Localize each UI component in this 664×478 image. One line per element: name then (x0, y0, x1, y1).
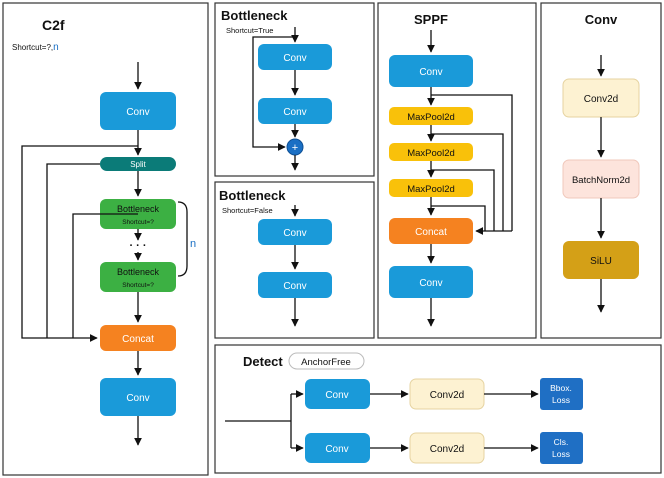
bneck-false-conv-2-label: Conv (283, 281, 306, 292)
detect-anchorfree-tag (288, 352, 365, 370)
c2f-concat[interactable] (100, 325, 176, 351)
sppf-conv-top[interactable] (389, 55, 473, 87)
c2f-bottleneck-2-sub: Shortcut=? (122, 282, 154, 289)
sppf-concat[interactable] (389, 218, 473, 244)
sppf-title: SPPF (414, 12, 448, 27)
sppf-maxpool-3[interactable] (389, 179, 473, 197)
bneck-false-conv-2[interactable] (258, 272, 332, 298)
sppf-maxpool-1[interactable] (389, 107, 473, 125)
c2f-skip-split-to-concat (46, 163, 100, 338)
detect-conv2d-top-label: Conv2d (430, 390, 464, 401)
c2f-conv-top[interactable] (100, 92, 176, 130)
sppf-concat-label: Concat (415, 227, 447, 238)
c2f-split-label: Split (130, 160, 146, 169)
c2f-title: C2f (42, 17, 65, 33)
conv-silu[interactable] (563, 241, 639, 279)
c2f-bracket-n: n (190, 238, 196, 250)
bneck-true-conv-2-label: Conv (283, 107, 306, 118)
detect-bbox-loss[interactable] (540, 378, 583, 410)
detect-bbox-loss-line2: Loss (552, 395, 570, 405)
c2f-conv-bottom[interactable] (100, 378, 176, 416)
c2f-shortcut-label: Shortcut=?,n (12, 42, 59, 53)
detect-conv-top[interactable] (305, 379, 370, 409)
sppf-conv-bottom[interactable] (389, 266, 473, 298)
sppf-branch-pool1 (431, 133, 504, 231)
c2f-concat-label: Concat (122, 334, 154, 345)
detect-anchorfree-label: AnchorFree (301, 357, 351, 368)
conv-conv2d-label: Conv2d (584, 94, 618, 105)
conv-batchnorm-label: BatchNorm2d (572, 175, 630, 186)
c2f-n-marker: n (53, 42, 59, 53)
c2f-conv-bottom-label: Conv (126, 393, 149, 404)
sppf-maxpool-2[interactable] (389, 143, 473, 161)
sppf-maxpool-1-label: MaxPool2d (407, 112, 455, 123)
bneck-false-title: Bottleneck (219, 188, 286, 203)
bneck-true-residual (252, 36, 295, 151)
c2f-repeat-bracket (177, 201, 188, 277)
bneck-false-conv-1-label: Conv (283, 228, 306, 239)
c2f-bottleneck-1-label: Bottleneck (117, 204, 160, 214)
detect-bbox-loss-line1: Bbox. (550, 383, 572, 393)
bneck-true-shortcut: Shortcut=True (226, 26, 273, 35)
sppf-branch-pool3 (431, 205, 486, 231)
sppf-maxpool-3-label: MaxPool2d (407, 184, 455, 195)
detect-conv-bottom-label: Conv (325, 444, 348, 455)
c2f-bottleneck-1-sub: Shortcut=? (122, 219, 154, 226)
sppf-conv-top-label: Conv (419, 67, 442, 78)
conv-title: Conv (585, 12, 618, 27)
detect-conv-bottom[interactable] (305, 433, 370, 463)
bneck-true-conv-2[interactable] (258, 98, 332, 124)
sppf-maxpool-2-label: MaxPool2d (407, 148, 455, 159)
c2f-conv-top-label: Conv (126, 107, 149, 118)
bneck-true-title: Bottleneck (221, 8, 288, 23)
detect-cls-loss[interactable] (540, 432, 583, 464)
detect-title: Detect (243, 354, 283, 369)
c2f-bottleneck-2-label: Bottleneck (117, 267, 160, 277)
c2f-split[interactable] (100, 157, 176, 171)
c2f-skip-conv-to-concat (21, 145, 138, 342)
c2f-dots: · · · (129, 240, 146, 252)
c2f-skip-bneck1-to-concat (72, 213, 138, 338)
bneck-true-conv-1-label: Conv (283, 53, 306, 64)
sppf-conv-bottom-label: Conv (419, 278, 442, 289)
detect-cls-loss-line1: Cls. (554, 437, 569, 447)
bneck-true-conv-1[interactable] (258, 44, 332, 70)
detect-conv-top-label: Conv (325, 390, 348, 401)
bneck-false-shortcut: Shortcut=False (222, 206, 273, 215)
bneck-false-conv-1[interactable] (258, 219, 332, 245)
detect-conv2d-bottom-label: Conv2d (430, 444, 464, 455)
conv-silu-label: SiLU (590, 256, 612, 267)
sppf-branch-pool2 (431, 169, 495, 231)
detect-cls-loss-line2: Loss (552, 449, 570, 459)
sppf-branch-conv (431, 94, 513, 231)
bneck-true-add-icon: + (292, 142, 298, 154)
c2f-bottleneck-2[interactable] (100, 262, 176, 292)
